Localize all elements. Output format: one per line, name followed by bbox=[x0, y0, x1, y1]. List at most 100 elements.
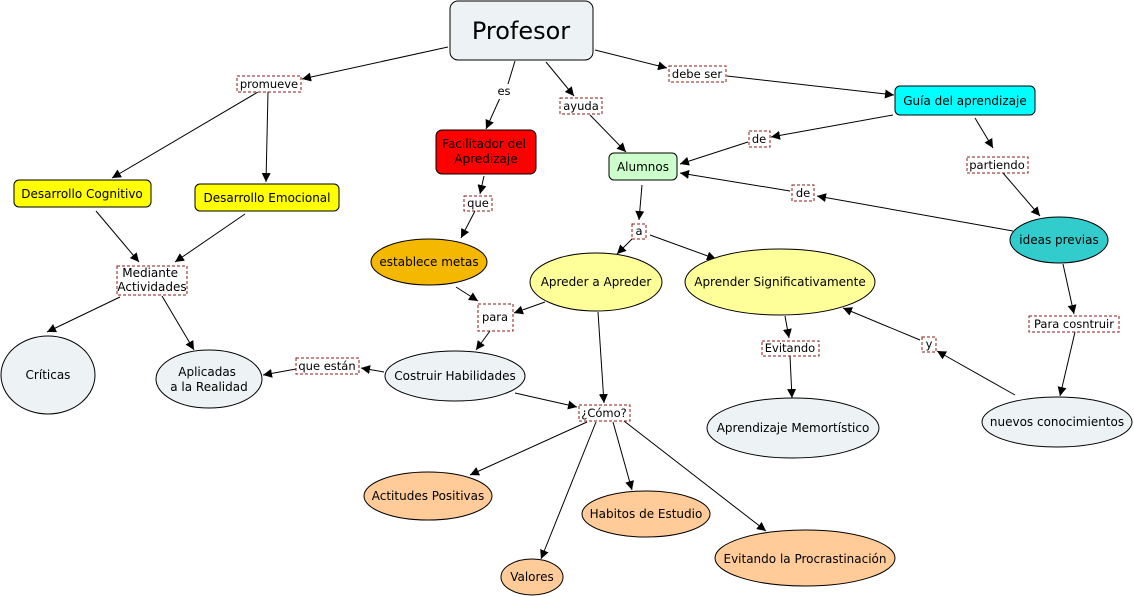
edge-partiendo-ideas bbox=[1002, 172, 1041, 217]
edge-metas-para bbox=[455, 286, 479, 302]
node-alumnos: Alumnos bbox=[608, 152, 678, 181]
edge-como-procrastinacion bbox=[623, 420, 767, 532]
node-habitos: Habitos de Estudio bbox=[581, 490, 711, 538]
edge-profesor-ayuda bbox=[545, 61, 575, 97]
edge-alumnos-a bbox=[635, 184, 645, 221]
link-mediante-actividades: Mediante Actividades bbox=[116, 265, 188, 296]
link-de-ideas: de bbox=[791, 184, 815, 202]
edge-ideas-paraconstruir bbox=[1062, 263, 1077, 315]
node-metas-label: establece metas bbox=[379, 255, 478, 269]
link-promueve: promueve bbox=[236, 75, 302, 93]
edge-profesor-es bbox=[507, 60, 516, 85]
edge-apreder-como bbox=[597, 311, 608, 404]
link-evitando: Evitando bbox=[761, 340, 820, 357]
link-como: ¿Cómo? bbox=[578, 404, 631, 422]
link-mediante-actividades-label: Mediante Actividades bbox=[117, 266, 186, 294]
link-que-estan: que están bbox=[295, 357, 360, 375]
edge-como-actitudes bbox=[469, 421, 588, 476]
link-que: que bbox=[463, 195, 493, 212]
node-ideas: ideas previas bbox=[1009, 216, 1109, 264]
link-para: para bbox=[477, 303, 514, 332]
node-habilidades-label: Costruir Habilidades bbox=[394, 369, 516, 383]
edge-profesor-debeser bbox=[594, 49, 668, 71]
node-profesor-label: Profesor bbox=[472, 17, 570, 45]
edge-como-habitos bbox=[612, 421, 634, 491]
edge-significativamente-evitando bbox=[782, 315, 792, 339]
node-apreder-label: Apreder a Apreder bbox=[541, 275, 652, 289]
node-valores-label: Valores bbox=[510, 570, 554, 584]
node-emocional-label: Desarrollo Emocional bbox=[204, 191, 331, 205]
node-habitos-label: Habitos de Estudio bbox=[590, 507, 703, 521]
edge-guia-partiendo bbox=[974, 117, 994, 149]
link-y-label: y bbox=[926, 337, 933, 351]
edge-ideas-de bbox=[816, 193, 1014, 232]
edge-facilitador-que bbox=[477, 175, 487, 195]
node-aplicadas-label: Aplicadas a la Realidad bbox=[170, 365, 247, 394]
link-que-label: que bbox=[467, 196, 489, 210]
link-y: y bbox=[921, 336, 937, 353]
link-de-guia: de bbox=[748, 130, 771, 148]
node-memoristico-label: Aprendizaje Memortístico bbox=[717, 421, 870, 435]
node-ideas-label: ideas previas bbox=[1019, 233, 1098, 247]
node-significativamente: Aprender Significativamente bbox=[684, 248, 876, 316]
edge-queestan-aplicadas bbox=[262, 368, 297, 378]
node-memoristico: Aprendizaje Memortístico bbox=[706, 397, 880, 459]
edge-debeser-guia bbox=[726, 75, 895, 99]
edge-actividades-aplicadas bbox=[161, 295, 195, 351]
node-facilitador: Facilitador del Apredizaje bbox=[435, 129, 537, 175]
edge-habilidades-como bbox=[514, 392, 578, 410]
edges bbox=[46, 46, 1077, 560]
edge-promueve-cognitivo bbox=[111, 91, 259, 179]
edge-que-metas bbox=[460, 210, 476, 239]
node-metas: establece metas bbox=[370, 238, 488, 286]
link-partiendo-label: partiendo bbox=[969, 158, 1024, 172]
link-es-label: es bbox=[497, 84, 510, 98]
link-a: a bbox=[631, 223, 647, 240]
node-nuevos: nuevos conocimientos bbox=[981, 396, 1133, 448]
edge-guia-de bbox=[770, 114, 894, 140]
node-criticas-label: Críticas bbox=[26, 368, 71, 382]
node-apreder: Apreder a Apreder bbox=[529, 252, 663, 312]
link-evitando-label: Evitando bbox=[765, 341, 815, 355]
edge-a-apreder bbox=[616, 237, 634, 255]
link-promueve-label: promueve bbox=[240, 77, 298, 91]
edge-a-significativamente bbox=[649, 234, 717, 261]
link-labels: promueve es ayuda debe ser de partiendo … bbox=[116, 65, 1120, 422]
link-es: es bbox=[494, 84, 516, 99]
edge-para-habilidades bbox=[475, 330, 491, 351]
link-para-label: para bbox=[482, 310, 508, 324]
link-partiendo: partiendo bbox=[966, 156, 1029, 174]
node-significativamente-label: Aprender Significativamente bbox=[694, 275, 866, 289]
node-facilitador-label: Facilitador del Apredizaje bbox=[442, 137, 530, 166]
edge-habilidades-queestan bbox=[360, 365, 385, 374]
edge-paraconstruir-nuevos bbox=[1057, 331, 1076, 397]
edge-de2-alumnos bbox=[679, 170, 791, 192]
link-como-label: ¿Cómo? bbox=[581, 406, 627, 420]
node-alumnos-label: Alumnos bbox=[617, 160, 669, 174]
edge-es-facilitador bbox=[485, 97, 501, 130]
node-guia-label: Guía del aprendizaje bbox=[903, 94, 1027, 108]
edge-apreder-para bbox=[513, 301, 546, 315]
node-nuevos-label: nuevos conocimientos bbox=[990, 415, 1124, 429]
node-habilidades: Costruir Habilidades bbox=[384, 350, 526, 402]
edge-de-alumnos bbox=[679, 141, 749, 166]
edge-como-valores bbox=[540, 421, 597, 560]
link-para-construir-label: Para cosntruir bbox=[1034, 317, 1114, 331]
link-de-guia-label: de bbox=[752, 132, 766, 146]
node-cognitivo: Desarrollo Cognitivo bbox=[13, 179, 152, 208]
node-procrastinacion: Evitando la Procrastinación bbox=[714, 529, 896, 587]
edge-actividades-criticas bbox=[46, 296, 121, 333]
edge-y-significativamente bbox=[842, 307, 921, 341]
edge-ayuda-alumnos bbox=[589, 114, 627, 153]
link-de-ideas-label: de bbox=[796, 186, 810, 200]
edge-profesor-promueve bbox=[301, 46, 449, 82]
node-actitudes-label: Actitudes Positivas bbox=[372, 489, 485, 503]
node-guia: Guía del aprendizaje bbox=[894, 85, 1036, 116]
node-actitudes: Actitudes Positivas bbox=[363, 471, 493, 521]
link-debe-ser: debe ser bbox=[668, 65, 727, 83]
node-procrastinacion-label: Evitando la Procrastinación bbox=[723, 552, 886, 566]
link-a-label: a bbox=[635, 224, 642, 238]
node-profesor: Profesor bbox=[449, 0, 594, 61]
